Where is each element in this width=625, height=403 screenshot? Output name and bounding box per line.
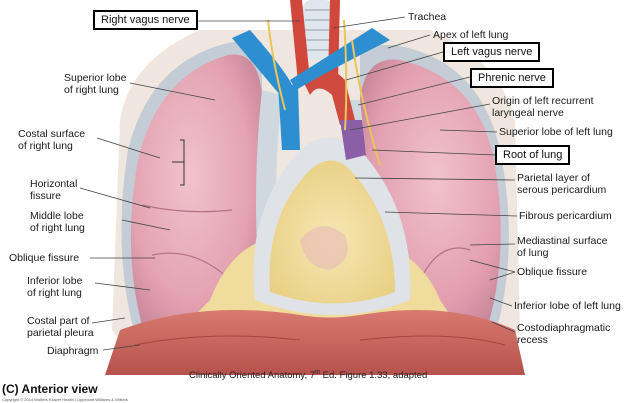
left-brachiocephalic-vein	[290, 28, 390, 90]
phrenic-line	[351, 39, 381, 166]
label-costal-surface-right: Costal surface of right lung	[18, 128, 85, 152]
label-diaphragm: Diaphragm	[47, 345, 98, 357]
label-text: Diaphragm	[47, 345, 99, 357]
label-superior-lobe-right: Superior lobe of right lung	[64, 72, 126, 96]
label-fibrous-pericardium: Fibrous pericardium	[519, 210, 612, 222]
label-text: Oblique fissure	[9, 252, 80, 264]
label-text: Oblique fissure	[517, 266, 588, 278]
left-vagus-line	[343, 19, 348, 131]
label-oblique-fissure-right-side: Oblique fissure	[517, 266, 587, 278]
label-mediastinal-surface: Mediastinal surface of lung	[517, 235, 607, 259]
boxed-label-phrenic: Phrenic nerve	[470, 68, 554, 88]
boxed-label-right-vagus: Right vagus nerve	[93, 10, 198, 30]
label-oblique-fissure-left-side: Oblique fissure	[9, 252, 79, 264]
label-origin-recurrent-laryngeal: Origin of left recurrent laryngeal nerve	[492, 95, 594, 119]
view-text: (C) Anterior view	[2, 382, 98, 396]
label-text: Superior lobe of right lung	[64, 72, 127, 96]
aortic-arch	[300, 66, 355, 125]
label-parietal-serous-pericardium: Parietal layer of serous pericardium	[517, 172, 606, 196]
label-text: Right vagus nerve	[101, 14, 190, 26]
label-costodiaphragmatic-recess: Costodiaphragmatic recess	[517, 322, 610, 346]
label-text: Root of lung	[503, 149, 563, 161]
caption-sup: th	[315, 370, 321, 376]
label-trachea: Trachea	[408, 11, 446, 23]
label-text: Inferior lobe of left lung	[514, 300, 621, 312]
label-horizontal-fissure: Horizontal fissure	[30, 178, 77, 202]
label-costal-part-pleura: Costal part of parietal pleura	[27, 315, 94, 339]
right-lung	[130, 54, 262, 325]
label-text: Fibrous pericardium	[519, 210, 612, 222]
label-text: Apex of left lung	[433, 29, 509, 41]
label-text: Costal part of parietal pleura	[27, 315, 94, 339]
copyright-text: Copyright © 2014 Wolters Kluwer Health |…	[2, 397, 128, 402]
brachiocephalic-artery	[290, 0, 310, 82]
caption-text: Clinically Oriented Anatomy, 7	[189, 370, 316, 382]
label-text: Trachea	[408, 11, 447, 23]
boxed-label-left-vagus: Left vagus nerve	[443, 42, 541, 62]
leader-lines-left	[79, 20, 300, 351]
leader-lines-right	[332, 16, 518, 333]
label-text: Parietal layer of serous pericardium	[517, 172, 607, 196]
label-text: Inferior lobe of right lung	[27, 275, 83, 299]
label-text: Middle lobe of right lung	[30, 210, 85, 234]
label-text: Costodiaphragmatic recess	[517, 322, 611, 346]
right-vagus-line	[267, 19, 286, 111]
pulmonary-trunk-region	[340, 120, 366, 160]
caption-text-after: Ed. Figure 1.33, adapted	[320, 370, 428, 382]
label-inferior-lobe-left: Inferior lobe of left lung	[514, 300, 621, 312]
copyright-line: Copyright © 2014 Wolters Kluwer Health |…	[2, 397, 128, 402]
label-text: Left vagus nerve	[451, 46, 533, 58]
label-text: Superior lobe of left lung	[499, 126, 613, 138]
figure-caption: Clinically Oriented Anatomy, 7th Ed. Fig…	[189, 370, 427, 381]
label-text: Phrenic nerve	[478, 72, 546, 84]
label-superior-lobe-left: Superior lobe of left lung	[499, 126, 613, 138]
view-label: (C) Anterior view	[2, 382, 98, 396]
costal-surface-bracket	[172, 139, 185, 186]
label-text: Mediastinal surface of lung	[517, 235, 608, 259]
label-inferior-lobe-right: Inferior lobe of right lung	[27, 275, 82, 299]
horizontal-fissure-line	[141, 204, 233, 213]
label-text: Origin of left recurrent laryngeal nerve	[492, 95, 594, 119]
diaphragm-muscle	[105, 310, 525, 375]
label-text: Horizontal fissure	[30, 178, 78, 202]
label-apex-left-lung: Apex of left lung	[433, 29, 508, 41]
label-text: Costal surface of right lung	[18, 128, 86, 152]
boxed-label-root-of-lung: Root of lung	[495, 145, 571, 165]
label-middle-lobe-right: Middle lobe of right lung	[30, 210, 85, 234]
